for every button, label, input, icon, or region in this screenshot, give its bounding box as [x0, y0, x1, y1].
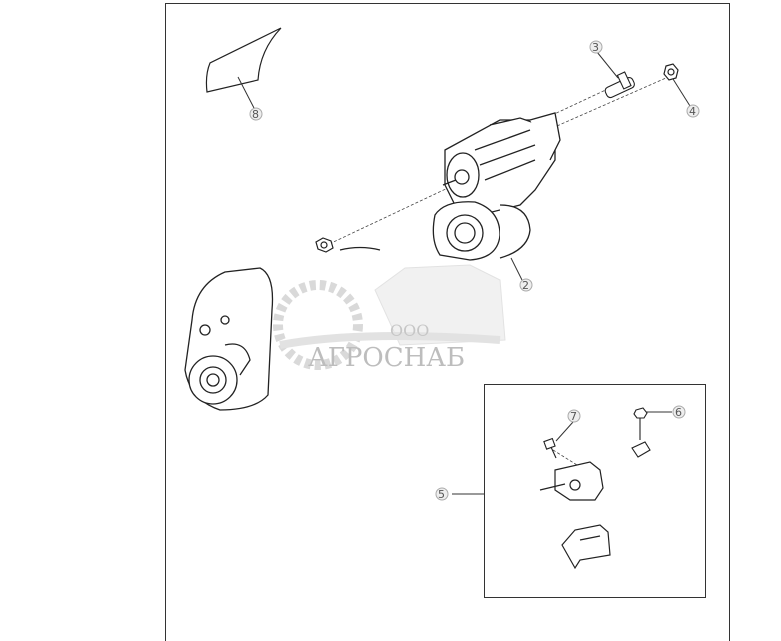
part-stud[interactable]: [604, 71, 636, 99]
callout-3[interactable]: 3: [589, 40, 619, 79]
callout-2[interactable]: 2: [510, 257, 533, 292]
part-kit-switch[interactable]: [539, 461, 604, 501]
part-kit-bolt[interactable]: [631, 407, 651, 458]
part-starter-drive-housing[interactable]: [184, 246, 381, 411]
part-kit-bracket[interactable]: [561, 524, 611, 570]
svg-text:6: 6: [675, 406, 682, 419]
svg-text:4: 4: [689, 105, 696, 118]
callout-5[interactable]: 5: [435, 487, 449, 501]
watermark-name: АГРОСНАБ: [308, 343, 465, 373]
kit-inset-frame: [484, 384, 706, 598]
svg-text:3: 3: [592, 41, 599, 54]
svg-text:5: 5: [438, 488, 445, 501]
watermark-logo: ООО АГРОСНАБ: [273, 264, 506, 373]
part-starter-motor[interactable]: [432, 112, 561, 261]
callout-4[interactable]: 4: [672, 78, 700, 118]
diagram-frame: [165, 3, 730, 641]
callout-7[interactable]: 7: [555, 409, 581, 442]
part-nut[interactable]: [663, 63, 679, 81]
watermark-prefix: ООО: [390, 321, 429, 340]
part-label-sheet[interactable]: [205, 27, 282, 93]
part-kit-screw[interactable]: [543, 437, 557, 459]
part-nut-left[interactable]: [315, 237, 334, 253]
svg-text:7: 7: [570, 410, 577, 423]
svg-text:2: 2: [522, 279, 529, 292]
svg-text:8: 8: [252, 108, 259, 121]
callout-8[interactable]: 8: [237, 76, 263, 121]
callout-6[interactable]: 6: [646, 405, 686, 419]
